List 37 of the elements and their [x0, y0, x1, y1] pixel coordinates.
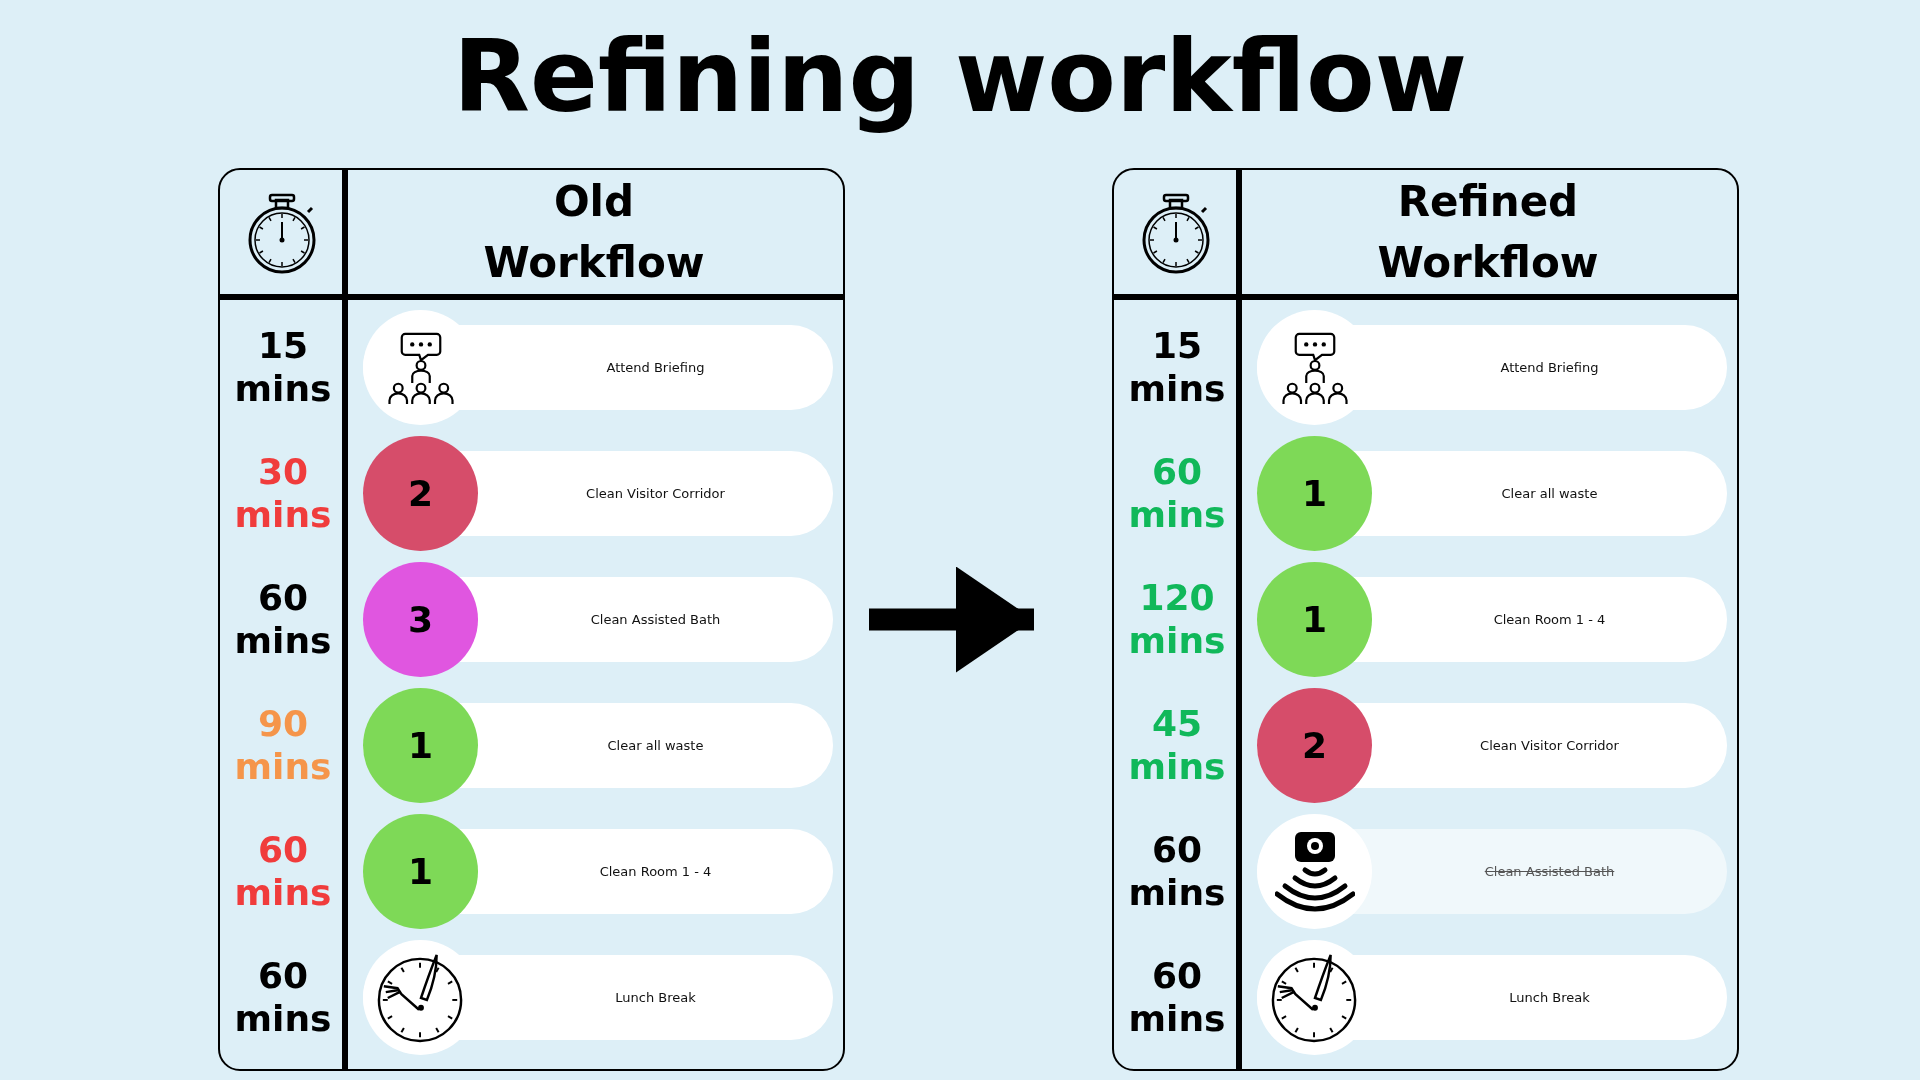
duration-label: 60 mins: [233, 575, 333, 663]
task-label: Clear all waste: [1501, 486, 1598, 501]
task-label: Clean Visitor Corridor: [586, 486, 725, 501]
task-label: Lunch Break: [615, 990, 696, 1005]
task-label: Clean Room 1 - 4: [599, 864, 712, 879]
task-label: Clean Assisted Bath: [590, 612, 721, 627]
step-number: 2: [407, 473, 434, 514]
task-label: Clean Visitor Corridor: [1480, 738, 1619, 753]
task-label: Clean Room 1 - 4: [1493, 612, 1606, 627]
panel-heading: Refined Workflow: [1376, 176, 1600, 289]
step-number: 3: [407, 599, 434, 640]
step-number: 1: [407, 725, 434, 766]
duration-label: 60 mins: [233, 827, 333, 915]
step-number: 1: [1301, 473, 1328, 514]
duration-label: 30 mins: [233, 449, 333, 537]
duration-label: 120 mins: [1127, 575, 1227, 663]
removed-task-label: Clean Assisted Bath: [1484, 864, 1615, 879]
duration-label: 45 mins: [1127, 701, 1227, 789]
duration-label: 15 mins: [233, 323, 333, 411]
duration-label: 60 mins: [1127, 449, 1227, 537]
duration-label: 60 mins: [1127, 827, 1227, 915]
duration-label: 60 mins: [1127, 953, 1227, 1041]
duration-label: 15 mins: [1127, 323, 1227, 411]
task-label: Clear all waste: [607, 738, 704, 753]
step-number: 1: [1301, 599, 1328, 640]
workflow-panel: [218, 168, 845, 1071]
task-label: Attend Briefing: [606, 360, 705, 375]
task-label: Attend Briefing: [1500, 360, 1599, 375]
duration-label: 60 mins: [233, 953, 333, 1041]
duration-label: 90 mins: [233, 701, 333, 789]
panel-heading: Old Workflow: [482, 176, 706, 289]
workflow-panel: [1112, 168, 1739, 1071]
page-title: Refining workflow: [452, 18, 1468, 135]
arrow: [869, 566, 1034, 673]
step-number: 1: [407, 851, 434, 892]
task-label: Lunch Break: [1509, 990, 1590, 1005]
step-number: 2: [1301, 725, 1328, 766]
